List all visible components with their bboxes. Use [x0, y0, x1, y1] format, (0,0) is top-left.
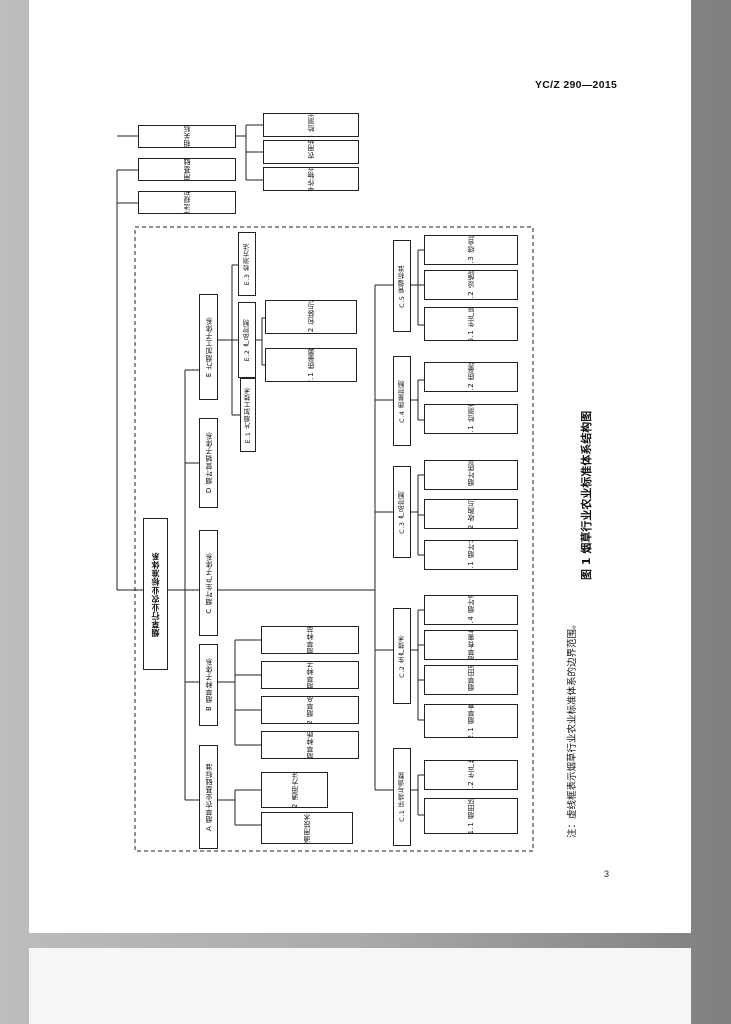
node-label: E.2 产品控制	[243, 318, 251, 362]
node-label: C.4.2 质量检验	[467, 362, 475, 392]
node-c22: C.2.2 烟草田间管理	[424, 665, 518, 695]
node-label: H.2 农用物资	[307, 140, 315, 164]
node-label: B.4 烟草种苗标准	[306, 627, 314, 653]
document-page	[29, 0, 691, 933]
node-f-laws-regulations: F 法律法规和规章	[138, 191, 236, 214]
node-label: 烟草行业农业标准体系	[150, 551, 160, 637]
node-label: C.1 环境与调整	[398, 772, 406, 822]
node-b: B 烟草种子体系	[199, 644, 218, 726]
node-label: C.3.3 烟叶质量安全	[467, 461, 475, 489]
node-c41: C.4.1 检测方法	[424, 404, 518, 434]
node-label: B.1 烟草种质资源	[306, 732, 314, 758]
node-c31: C.3.1 烟叶分级	[424, 540, 518, 570]
node-c11: C.1.1 烟田环境	[424, 798, 518, 834]
node-c51: C.5.1 生产管理	[424, 307, 518, 341]
node-label: H.3 检测方法	[307, 113, 315, 137]
node-c12: C.1.2 生产物资	[424, 760, 518, 790]
node-label: C.1.2 生产物资	[467, 760, 475, 790]
node-label: C.3.1 烟叶分级	[467, 540, 475, 570]
node-c42: C.4.2 质量检验	[424, 362, 518, 392]
node-c24: C.2.4 烟叶调制	[424, 595, 518, 625]
node-label: C.3 产品控制	[398, 490, 406, 534]
node-label: C.5 管理标准	[398, 264, 406, 308]
node-c33: C.3.3 烟叶质量安全	[424, 460, 518, 490]
node-label: B 烟草种子体系	[204, 658, 213, 712]
page-number: 3	[604, 869, 610, 879]
node-a2: A.2 通用方法类	[261, 772, 328, 808]
node-label: H.1 烟草作物产地环境	[307, 168, 315, 190]
node-c3: C.3 产品控制	[393, 466, 411, 558]
node-label: C.3.2 收购与贮运	[467, 500, 475, 528]
node-a1: A.1 通用技术语类	[261, 812, 353, 844]
node-h3: H.3 检测方法	[263, 113, 359, 137]
node-c32: C.3.2 收购与贮运	[424, 499, 518, 529]
node-label: C.2.4 烟叶调制	[467, 595, 475, 625]
node-h2: H.2 农用物资	[263, 140, 359, 164]
node-label: E.3 检测方法	[243, 242, 251, 286]
node-b4: B.4 烟草种苗标准	[261, 626, 359, 654]
node-c4: C.4 质量控制	[393, 356, 411, 446]
node-c53: C.5.3 综合管理	[424, 235, 518, 265]
node-label: C.4 质量控制	[398, 379, 406, 423]
node-e1: E.1 片烟加工技术	[240, 378, 256, 452]
node-b1: B.1 烟草种质资源	[261, 731, 359, 759]
node-a: A 烟草农业基础标准	[199, 745, 218, 849]
node-label: C.4.1 检测方法	[467, 404, 475, 434]
node-h-related-standards: H 相关标准	[138, 125, 236, 148]
standard-code: YC/Z 290—2015	[535, 79, 618, 91]
node-label: C 烟叶生产子体系	[204, 552, 213, 614]
node-label: C.2.1 烟草育苗	[467, 704, 475, 738]
node-label: A 烟草农业基础标准	[204, 762, 213, 831]
node-c1: C.1 环境与调整	[393, 748, 411, 846]
node-label: C.2.3 烟草有害生物防治	[467, 631, 475, 659]
node-b2: B.2 烟草品种	[261, 696, 359, 724]
node-label: F 法律法规和规章	[183, 192, 191, 213]
node-label: E.2.2 包装与贮运	[307, 300, 315, 334]
node-c2: C.2 生产技术	[393, 608, 411, 704]
node-c21: C.2.1 烟草育苗	[424, 704, 518, 738]
node-label: A.1 通用技术语类	[303, 812, 311, 844]
node-c23: C.2.3 烟草有害生物防治	[424, 630, 518, 660]
node-label: A.2 通用方法类	[290, 772, 299, 808]
node-c52: C.5.2 设施管理	[424, 270, 518, 300]
node-root: 烟草行业农业标准体系	[143, 518, 168, 670]
node-label: C.2.2 烟草田间管理	[467, 666, 475, 694]
next-page-edge	[29, 948, 691, 1024]
node-d: D 烟叶营销子体系	[199, 418, 218, 508]
node-label: E 片烟加工子体系	[204, 316, 213, 378]
node-e2: E.2 产品控制	[238, 302, 256, 378]
node-label: C.5.3 综合管理	[467, 235, 475, 265]
node-label: D 烟叶营销子体系	[204, 432, 213, 494]
node-label: B.2 烟草品种	[306, 696, 314, 724]
node-e: E 片烟加工子体系	[199, 294, 218, 400]
node-h1: H.1 烟草作物产地环境	[263, 167, 359, 191]
node-c5: C.5 管理标准	[393, 240, 411, 332]
node-label: E.1 片烟加工技术	[244, 386, 252, 444]
node-label: C.1.1 烟田环境	[467, 798, 475, 834]
node-label: C.5.1 生产管理	[467, 307, 475, 341]
node-label: E.2.1 质量要求	[307, 348, 315, 382]
node-e22: E.2.2 包装与贮运	[265, 300, 357, 334]
node-label: B.3 烟草种子生产	[306, 662, 314, 688]
node-e3: E.3 检测方法	[238, 232, 256, 296]
node-label: G 通用基础标准	[183, 159, 191, 180]
node-e21: E.2.1 质量要求	[265, 348, 357, 382]
node-label: C.5.2 设施管理	[467, 270, 475, 300]
node-label: C.2 生产技术	[398, 634, 406, 678]
node-c: C 烟叶生产子体系	[199, 530, 218, 636]
node-b3: B.3 烟草种子生产	[261, 661, 359, 689]
node-label: H 相关标准	[183, 125, 191, 148]
node-g-general-standards: G 通用基础标准	[138, 158, 236, 181]
